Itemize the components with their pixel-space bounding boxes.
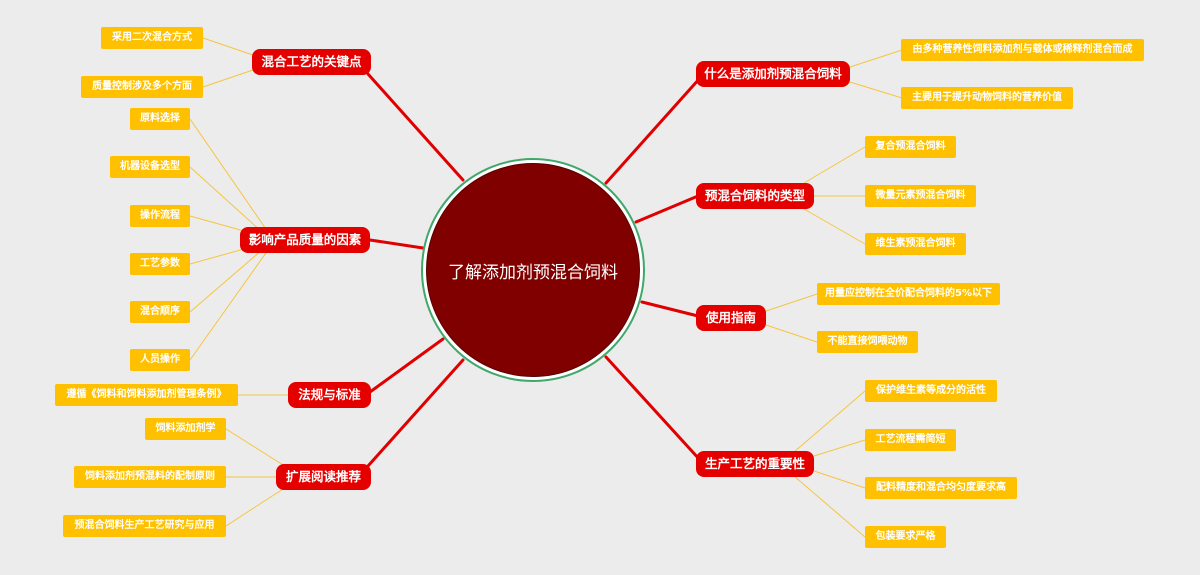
leaf-raw-material-selection[interactable]: 原料选择 (130, 108, 190, 130)
leaf-feed-additive-science[interactable]: 饲料添加剂学 (145, 418, 226, 440)
leaf-strict-packaging[interactable]: 包装要求严格 (865, 526, 946, 548)
branch-further-reading[interactable]: 扩展阅读推荐 (276, 464, 371, 490)
leaf-premix-production-research[interactable]: 预混合饲料生产工艺研究与应用 (63, 515, 226, 537)
branch-mixing-key-points[interactable]: 混合工艺的关键点 (252, 49, 371, 75)
branch-premix-types[interactable]: 预混合饲料的类型 (696, 183, 814, 209)
branch-production-importance[interactable]: 生产工艺的重要性 (696, 451, 814, 477)
branch-usage-guide[interactable]: 使用指南 (696, 305, 766, 331)
central-topic-label: 了解添加剂预混合饲料 (426, 163, 640, 377)
leaf-not-direct-feeding[interactable]: 不能直接饲喂动物 (817, 331, 918, 353)
leaf-short-process[interactable]: 工艺流程需简短 (865, 429, 956, 451)
leaf-protect-vitamin-activity[interactable]: 保护维生素等成分的活性 (865, 380, 997, 402)
leaf-quality-control-aspects[interactable]: 质量控制涉及多个方面 (81, 76, 203, 98)
leaf-vitamin-premix[interactable]: 维生素预混合饲料 (865, 233, 966, 255)
leaf-trace-element-premix[interactable]: 微量元素预混合饲料 (865, 185, 976, 207)
branch-quality-factors[interactable]: 影响产品质量的因素 (240, 227, 370, 253)
leaf-dosage-limit[interactable]: 用量应控制在全价配合饲料的5%以下 (817, 283, 1000, 305)
branch-regulations[interactable]: 法规与标准 (288, 382, 371, 408)
leaf-personnel-operation[interactable]: 人员操作 (130, 349, 190, 371)
branch-what-is-premix[interactable]: 什么是添加剂预混合饲料 (696, 61, 850, 87)
leaf-nutritional-value[interactable]: 主要用于提升动物饲料的营养价值 (901, 87, 1073, 109)
leaf-process-parameters[interactable]: 工艺参数 (130, 253, 190, 275)
leaf-compound-premix[interactable]: 复合预混合饲料 (865, 136, 956, 158)
leaf-premix-formulation-principles[interactable]: 饲料添加剂预混料的配制原则 (74, 466, 226, 488)
leaf-feed-regulation[interactable]: 遵循《饲料和饲料添加剂管理条例》 (55, 384, 238, 406)
leaf-precision-uniformity[interactable]: 配料精度和混合均匀度要求高 (865, 477, 1017, 499)
leaf-premix-composition[interactable]: 由多种营养性饲料添加剂与载体或稀释剂混合而成 (901, 39, 1144, 61)
central-topic[interactable]: 了解添加剂预混合饲料 (421, 158, 645, 382)
leaf-mixing-order[interactable]: 混合顺序 (130, 301, 190, 323)
leaf-secondary-mixing[interactable]: 采用二次混合方式 (101, 27, 203, 49)
leaf-operation-process[interactable]: 操作流程 (130, 205, 190, 227)
leaf-equipment-selection[interactable]: 机器设备选型 (110, 156, 190, 178)
